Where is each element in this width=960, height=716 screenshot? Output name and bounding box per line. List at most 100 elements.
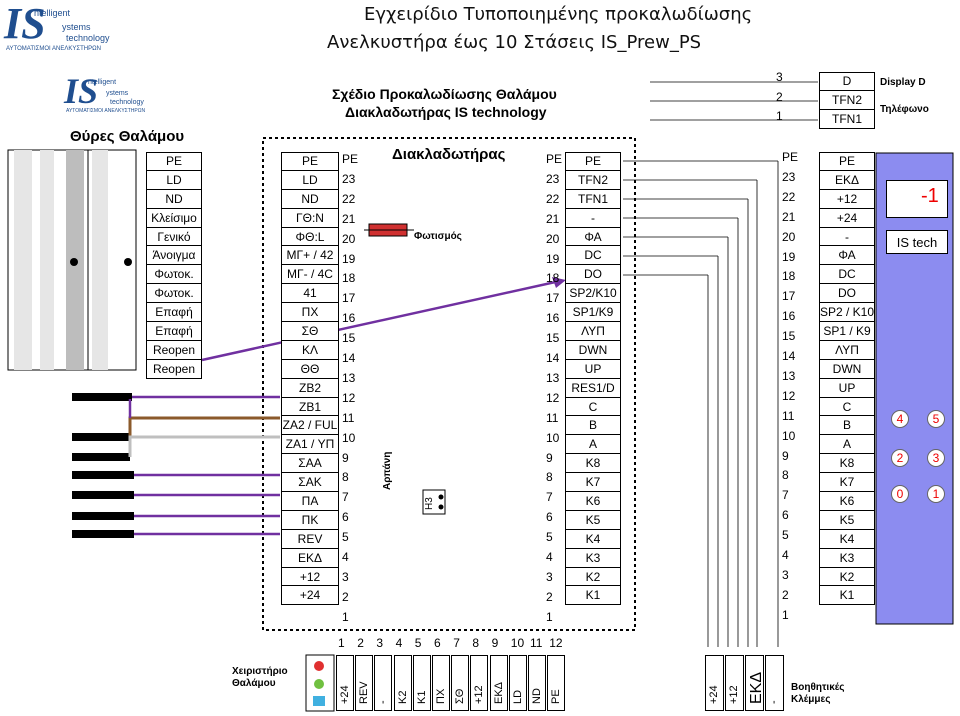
right-cell: DWN <box>819 359 875 379</box>
right-terminal-number: 22 <box>782 189 796 204</box>
right-terminal-number: PE <box>782 150 799 164</box>
mid-cell: K5 <box>565 510 621 530</box>
left-terminal-number: 5 <box>342 530 349 545</box>
mid-terminal-number: 3 <box>546 569 553 584</box>
left-terminal-number: 13 <box>342 370 356 385</box>
mid-terminal-number: 6 <box>546 510 553 525</box>
mid-terminal-number: 15 <box>546 331 560 346</box>
mid-cell: - <box>565 208 621 228</box>
floor-button-3[interactable]: 3 <box>927 449 945 467</box>
door-cell: Φωτοκ. <box>146 265 202 285</box>
left-terminal-number: 22 <box>342 191 356 206</box>
bottom-terminal-label: PE <box>550 689 563 704</box>
right-wires <box>623 160 779 647</box>
logo-word-1: ntelligent <box>88 79 117 86</box>
left-cell: ΕΚΔ <box>281 548 339 568</box>
left-cell: PE <box>281 152 339 171</box>
bottom-terminal-label: K2 <box>396 690 409 704</box>
aux-label-text: Βοηθητικές Κλέμμες <box>791 682 845 705</box>
branch-box <box>262 137 636 631</box>
left-terminal-number: 8 <box>342 470 349 485</box>
left-cell: ΠΑ <box>281 492 339 511</box>
right-cell: C <box>819 397 875 417</box>
left-terminal-number: 16 <box>342 311 356 326</box>
mid-terminal-number: 18 <box>546 271 560 286</box>
mid-cell: DWN <box>565 340 621 360</box>
right-terminal-number: 3 <box>782 567 789 582</box>
floor-button-2[interactable]: 2 <box>891 449 909 467</box>
button-red <box>314 661 324 671</box>
bottom-terminal-label: LD <box>511 689 524 704</box>
door-cell: Επαφή <box>146 303 202 323</box>
mid-cell: K3 <box>565 548 621 568</box>
mid-terminal-number: 23 <box>546 171 560 186</box>
cable-black-2 <box>72 471 134 479</box>
bottom-terminal-label: +12 <box>473 685 486 704</box>
bottom-terminal-number: 9 <box>491 636 499 650</box>
bottom-terminal: K1 <box>412 655 431 711</box>
floor-button-1[interactable]: 1 <box>927 485 945 503</box>
door-cell: ND <box>146 189 202 209</box>
wire-brown <box>128 416 280 437</box>
bottom-terminal-number: 3 <box>376 636 384 650</box>
left-terminal-number: 4 <box>342 550 349 564</box>
mid-terminal-number: 17 <box>546 291 560 306</box>
mid-cell: ΛΥΠ <box>565 322 621 341</box>
right-terminal-number: 23 <box>782 169 796 184</box>
right-terminal-number: 6 <box>782 508 789 523</box>
bottom-terminal: LD <box>508 655 527 711</box>
floor-button-5[interactable]: 5 <box>927 410 945 428</box>
bottom-terminal-number: 8 <box>472 636 480 650</box>
doors-title: Θύρες Θαλάμου <box>70 128 185 145</box>
right-terminal-number: 5 <box>782 528 789 543</box>
right-cell: K8 <box>819 454 875 474</box>
right-terminal-number: 16 <box>782 309 796 324</box>
mid-terminal-number: 20 <box>546 231 560 246</box>
left-terminal-number: 15 <box>342 331 356 346</box>
logo-tagline: ΑΥΤΟΜΑΤΙΣΜΟΙ ΑΝΕΛΚΥΣΤΗΡΩΝ <box>6 46 101 52</box>
diagram-title-2: Διακλαδωτήρας IS technology <box>345 104 547 120</box>
floor-button-0[interactable]: 0 <box>891 485 909 503</box>
bottom-terminal: ΣΘ <box>451 655 470 711</box>
bottom-terminal: K2 <box>393 655 412 711</box>
mid-cell: DO <box>565 265 621 285</box>
right-terminal-number: 8 <box>782 468 789 483</box>
display-terminal-number: 3 <box>776 70 783 84</box>
right-cell: PE <box>819 152 875 171</box>
left-terminal-number: 21 <box>342 211 356 226</box>
left-cell: 41 <box>281 284 339 304</box>
left-cell: ΣΘ <box>281 322 339 341</box>
left-terminal-number: PE <box>342 152 359 166</box>
mid-cell: RES1/D <box>565 378 621 398</box>
cable-black-7 <box>72 453 130 461</box>
phone-label: Τηλέφωνο <box>880 104 929 115</box>
cable-black-1 <box>72 393 132 401</box>
right-terminal-number: 12 <box>782 388 796 403</box>
right-cell: +12 <box>819 189 875 209</box>
floor-button-4[interactable]: 4 <box>891 410 909 428</box>
logo-mark: IS <box>4 0 46 48</box>
mid-cell: K4 <box>565 529 621 549</box>
left-terminal-number: 19 <box>342 251 356 266</box>
display-cell: TFN1 <box>819 109 875 129</box>
header-line-1: Εγχειρίδιο Τυποποιημένης προκαλωδίωσης <box>364 4 753 25</box>
bottom-terminal-number: 1 <box>338 636 345 650</box>
left-cell: ND <box>281 189 339 209</box>
right-cell: K2 <box>819 567 875 587</box>
lighting-label: Φωτισμός <box>414 231 462 242</box>
bottom-terminal: +12 <box>470 655 489 711</box>
cable-black-5 <box>72 530 134 538</box>
right-cell: SP2 / K10 <box>819 303 875 323</box>
left-terminal-number: 23 <box>342 171 356 186</box>
button-green <box>314 679 324 689</box>
left-terminal-number: 11 <box>342 410 355 425</box>
left-cell: ΜΓ+ / 42 <box>281 246 339 266</box>
mid-terminal-number: 19 <box>546 251 560 266</box>
right-cell: K5 <box>819 510 875 530</box>
right-terminal-number: 7 <box>782 488 789 503</box>
company-logo: IS ntelligent ystems technology ΑΥΤΟΜΑΤΙ… <box>4 0 124 54</box>
left-terminal-number: 6 <box>342 510 349 525</box>
